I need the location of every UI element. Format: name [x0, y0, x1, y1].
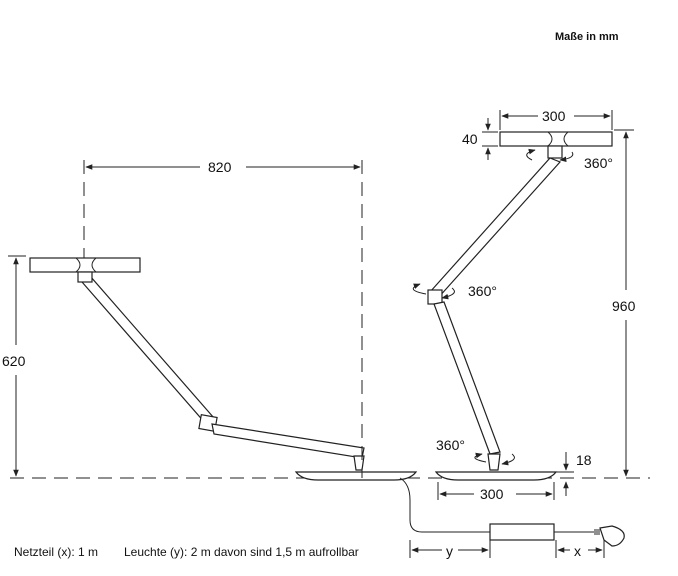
rotation-elbow-label: 360° — [468, 283, 497, 299]
footnote-netzteil: Netzteil (x): 1 m — [14, 545, 98, 559]
dim-left-height-label: 620 — [2, 353, 26, 369]
dim-base-height: 18 — [556, 452, 592, 496]
right-lamp-elbow — [427, 289, 443, 305]
right-lamp-head — [499, 131, 613, 147]
dim-left-reach-label: 820 — [208, 159, 232, 175]
dim-left-height: 620 — [2, 255, 26, 477]
left-lamp — [29, 257, 418, 481]
rotation-head-label: 360° — [584, 155, 613, 171]
left-lamp-base — [294, 471, 418, 481]
power-supply-box — [489, 523, 555, 541]
right-lamp-upper-arm — [429, 157, 562, 299]
dim-cable-x: x — [555, 540, 605, 559]
dim-left-reach: 820 — [83, 159, 363, 478]
dim-cable-y: y — [409, 540, 491, 559]
right-lamp-head-joint — [547, 131, 569, 147]
right-lamp-head-hinge — [547, 145, 563, 159]
units-note: Maße in mm — [555, 31, 619, 43]
lamp-cable — [399, 477, 490, 533]
right-lamp-base — [434, 471, 558, 481]
footnote-leuchte: Leuchte (y): 2 m davon sind 1,5 m aufrol… — [124, 545, 359, 559]
left-lamp-head-joint — [75, 257, 97, 273]
dim-cable-y-label: y — [446, 543, 453, 559]
left-lamp-upper-arm — [81, 275, 215, 425]
dim-head-thickness-label: 40 — [462, 131, 478, 147]
dim-base-width: 300 — [437, 482, 555, 502]
dim-base-height-label: 18 — [576, 452, 592, 468]
rotation-elbow: 360° — [412, 283, 497, 300]
right-lamp — [427, 131, 613, 481]
rotation-head: 360° — [526, 148, 613, 171]
rotation-base-label: 360° — [436, 437, 465, 453]
cable-assembly — [399, 477, 625, 547]
left-lamp-head — [29, 257, 141, 273]
dim-base-width-label: 300 — [480, 486, 504, 502]
rotation-base: 360° — [436, 437, 515, 466]
right-lamp-lower-arm — [433, 301, 501, 455]
left-lamp-head-hinge — [77, 271, 93, 283]
dim-head-thickness: 40 — [462, 118, 498, 160]
dim-cable-x-label: x — [574, 543, 581, 559]
dim-head-width-label: 300 — [542, 108, 566, 124]
dim-right-height: 960 — [612, 129, 636, 477]
right-lamp-neck — [487, 453, 501, 471]
dim-right-height-label: 960 — [612, 298, 636, 314]
power-plug-icon — [599, 525, 625, 547]
dim-head-width: 300 — [499, 108, 613, 130]
left-lamp-lower-arm — [211, 423, 365, 459]
